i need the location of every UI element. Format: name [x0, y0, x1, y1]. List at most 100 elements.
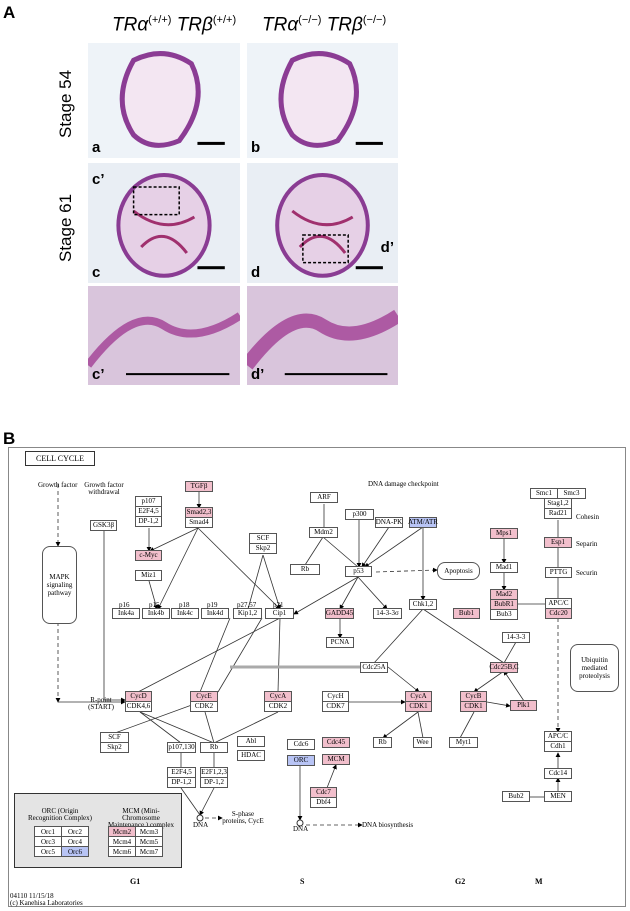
gene-node-mad1[interactable]: Mad1: [490, 562, 518, 573]
gene-label: p53: [345, 566, 372, 577]
gene-node-orc[interactable]: ORC: [287, 755, 315, 766]
pathway-edge: [139, 711, 182, 744]
pathway-title: CELL CYCLE: [25, 451, 95, 466]
gene-node-miz[interactable]: Miz1: [135, 570, 162, 581]
pathway-frame: [8, 447, 626, 907]
gene-node-kip[interactable]: Kip1,2: [233, 608, 262, 619]
gene-node-dnapk[interactable]: DNA-PK: [375, 517, 403, 528]
image-label: d: [251, 264, 261, 281]
gene-node-tgfb[interactable]: TGFβ: [185, 481, 213, 492]
gene-node-myt1[interactable]: Myt1: [449, 737, 478, 748]
gene-node-bub1[interactable]: Bub1: [453, 608, 480, 619]
gene-node-cdc14[interactable]: Cdc14: [544, 768, 572, 779]
pathway-link-apop[interactable]: Apoptosis: [437, 562, 480, 580]
gene-node-rb1[interactable]: Rb: [290, 564, 320, 575]
pathway-edge: [339, 576, 359, 610]
legend-mcm-title: MCM (Mini-Chromosome Maintenance ) compl…: [107, 807, 175, 829]
gene-node-abl[interactable]: Abl: [237, 736, 265, 747]
gene-node-arf[interactable]: ARF: [310, 492, 338, 503]
gene-trb: TRβ: [176, 14, 213, 36]
gene-node-chk[interactable]: Chk1,2: [409, 599, 437, 610]
gene-node-pcna[interactable]: PCNA: [326, 637, 354, 648]
pathway-edge: [213, 711, 279, 744]
gene-node-cdc25a[interactable]: Cdc25A: [360, 662, 388, 673]
gene-node-cdc25bc[interactable]: Cdc25B,C: [489, 662, 519, 673]
legend-gene: Mcm6: [108, 846, 136, 857]
gene-node-mcm[interactable]: MCM: [322, 754, 350, 765]
legend-gene: Mcm4: [108, 836, 136, 847]
gene-node-cmyc[interactable]: c-Myc: [135, 550, 162, 561]
gene-node-pttg[interactable]: PTTG: [545, 567, 572, 578]
gene-node-plk1[interactable]: Plk1: [510, 700, 537, 711]
gene-node-p53[interactable]: p53: [345, 566, 372, 577]
gene-node-gsk[interactable]: GSK3β: [90, 520, 117, 531]
label-p18: p18: [179, 601, 190, 609]
gene-node-ink4d[interactable]: Ink4d: [201, 608, 229, 619]
label-p15: p15: [149, 601, 160, 609]
gene-node-ink4c[interactable]: Ink4c: [171, 608, 199, 619]
gene-node-cdc6[interactable]: Cdc6: [287, 739, 315, 750]
gene-node-bub2[interactable]: Bub2: [502, 791, 530, 802]
pathway-link-ubiq[interactable]: Ubiquitin mediated proteolysis: [570, 644, 619, 692]
gene-node-men[interactable]: MEN: [544, 791, 572, 802]
gene-node-s1433s[interactable]: 14-3-3σ: [373, 608, 402, 619]
pathway-edge: [503, 641, 517, 664]
panel-b-label: B: [3, 429, 16, 448]
gene-label: GSK3β: [90, 520, 117, 531]
gene-node-mps1[interactable]: Mps1: [490, 528, 518, 539]
gene-node-s1433[interactable]: 14-3-3: [502, 632, 530, 643]
gene-label: GADD45: [325, 608, 354, 619]
pathway-edge: [180, 787, 201, 816]
gene-node-atm[interactable]: ATM/ATR: [408, 517, 438, 528]
gene-node-rb2[interactable]: Rb: [200, 742, 228, 753]
gene-node-ink4a[interactable]: Ink4a: [112, 608, 140, 619]
image-label: a: [92, 139, 101, 156]
gene-node-cdc45[interactable]: Cdc45: [322, 737, 350, 748]
gene-label: Wee: [413, 737, 432, 748]
gene-label: CDK1: [405, 701, 432, 712]
gene-node-esp1[interactable]: Esp1: [544, 537, 572, 548]
image-label: c: [92, 264, 101, 281]
gene-node-rb3[interactable]: Rb: [373, 737, 392, 748]
gene-node-mdm2[interactable]: Mdm2: [309, 527, 338, 538]
pathway-edge: [473, 670, 505, 693]
gene-node-hdac[interactable]: HDAC: [237, 750, 265, 761]
gene-label: Cdc25B,C: [489, 662, 519, 673]
legend-gene: Mcm5: [135, 836, 163, 847]
gene-node-p300[interactable]: p300: [345, 509, 374, 520]
gene-node-cip[interactable]: Cip1: [265, 608, 294, 619]
pathway-edge: [387, 666, 420, 693]
gene-label: Rb: [373, 737, 392, 748]
label-footer1: 04110 11/15/18: [10, 892, 54, 900]
legend-gene: Orc5: [34, 846, 62, 857]
gene-node-ink4b[interactable]: Ink4b: [142, 608, 170, 619]
gene-label: Mad1: [490, 562, 518, 573]
pathway-link-mapk[interactable]: MAPK signaling pathway: [42, 546, 77, 624]
pathway-edge: [199, 617, 231, 693]
gene-node-gadd[interactable]: GADD45: [325, 608, 354, 619]
gene-label: MCM: [322, 754, 350, 765]
dna-node: [296, 819, 304, 827]
gene-label: DP-1,2: [167, 777, 196, 788]
gene-node-wee[interactable]: Wee: [413, 737, 432, 748]
pathway-edge: [375, 567, 438, 573]
gene-node-p107130[interactable]: p107,130: [167, 742, 196, 753]
